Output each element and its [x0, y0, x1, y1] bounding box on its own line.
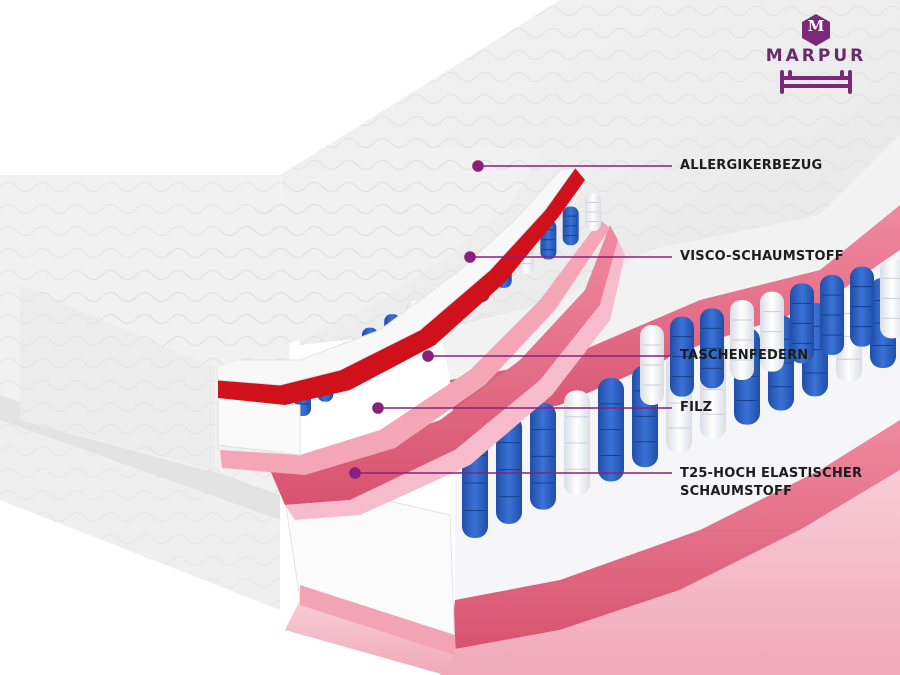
brand-logo — [780, 14, 852, 94]
sofa-icon — [780, 70, 852, 94]
allergy-cover-layer — [20, 142, 545, 470]
callout-dot-felt — [372, 402, 384, 414]
red-layer — [218, 168, 585, 405]
label-felt: FILZ — [680, 400, 713, 415]
brand-hexagon-icon — [802, 14, 830, 46]
callout-dot-foam — [349, 467, 361, 479]
callout-dot-cover — [472, 160, 484, 172]
callouts — [349, 160, 672, 479]
callout-dot-springs — [422, 350, 434, 362]
spring-rows-right — [462, 258, 900, 538]
label-t25-foam: T25-HOCH ELASTISCHER SCHAUMSTOFF — [680, 465, 862, 501]
callout-dot-visco — [464, 251, 476, 263]
label-t25-foam-line2: SCHAUMSTOFF — [680, 484, 793, 499]
brand-monogram: M — [807, 17, 825, 35]
label-visco-foam: VISCO-SCHAUMSTOFF — [680, 249, 844, 264]
t25-foam-layer — [270, 225, 625, 520]
label-t25-foam-line1: T25-HOCH ELASTISCHER — [680, 466, 863, 481]
felt-layer — [220, 220, 610, 475]
label-pocket-springs: TASCHENFEDERN — [680, 348, 809, 363]
label-allergy-cover: ALLERGIKERBEZUG — [680, 158, 823, 173]
brand-name: MARPUR — [765, 46, 867, 66]
foam-block-front — [284, 489, 456, 675]
visco-foam-layer — [214, 167, 577, 386]
